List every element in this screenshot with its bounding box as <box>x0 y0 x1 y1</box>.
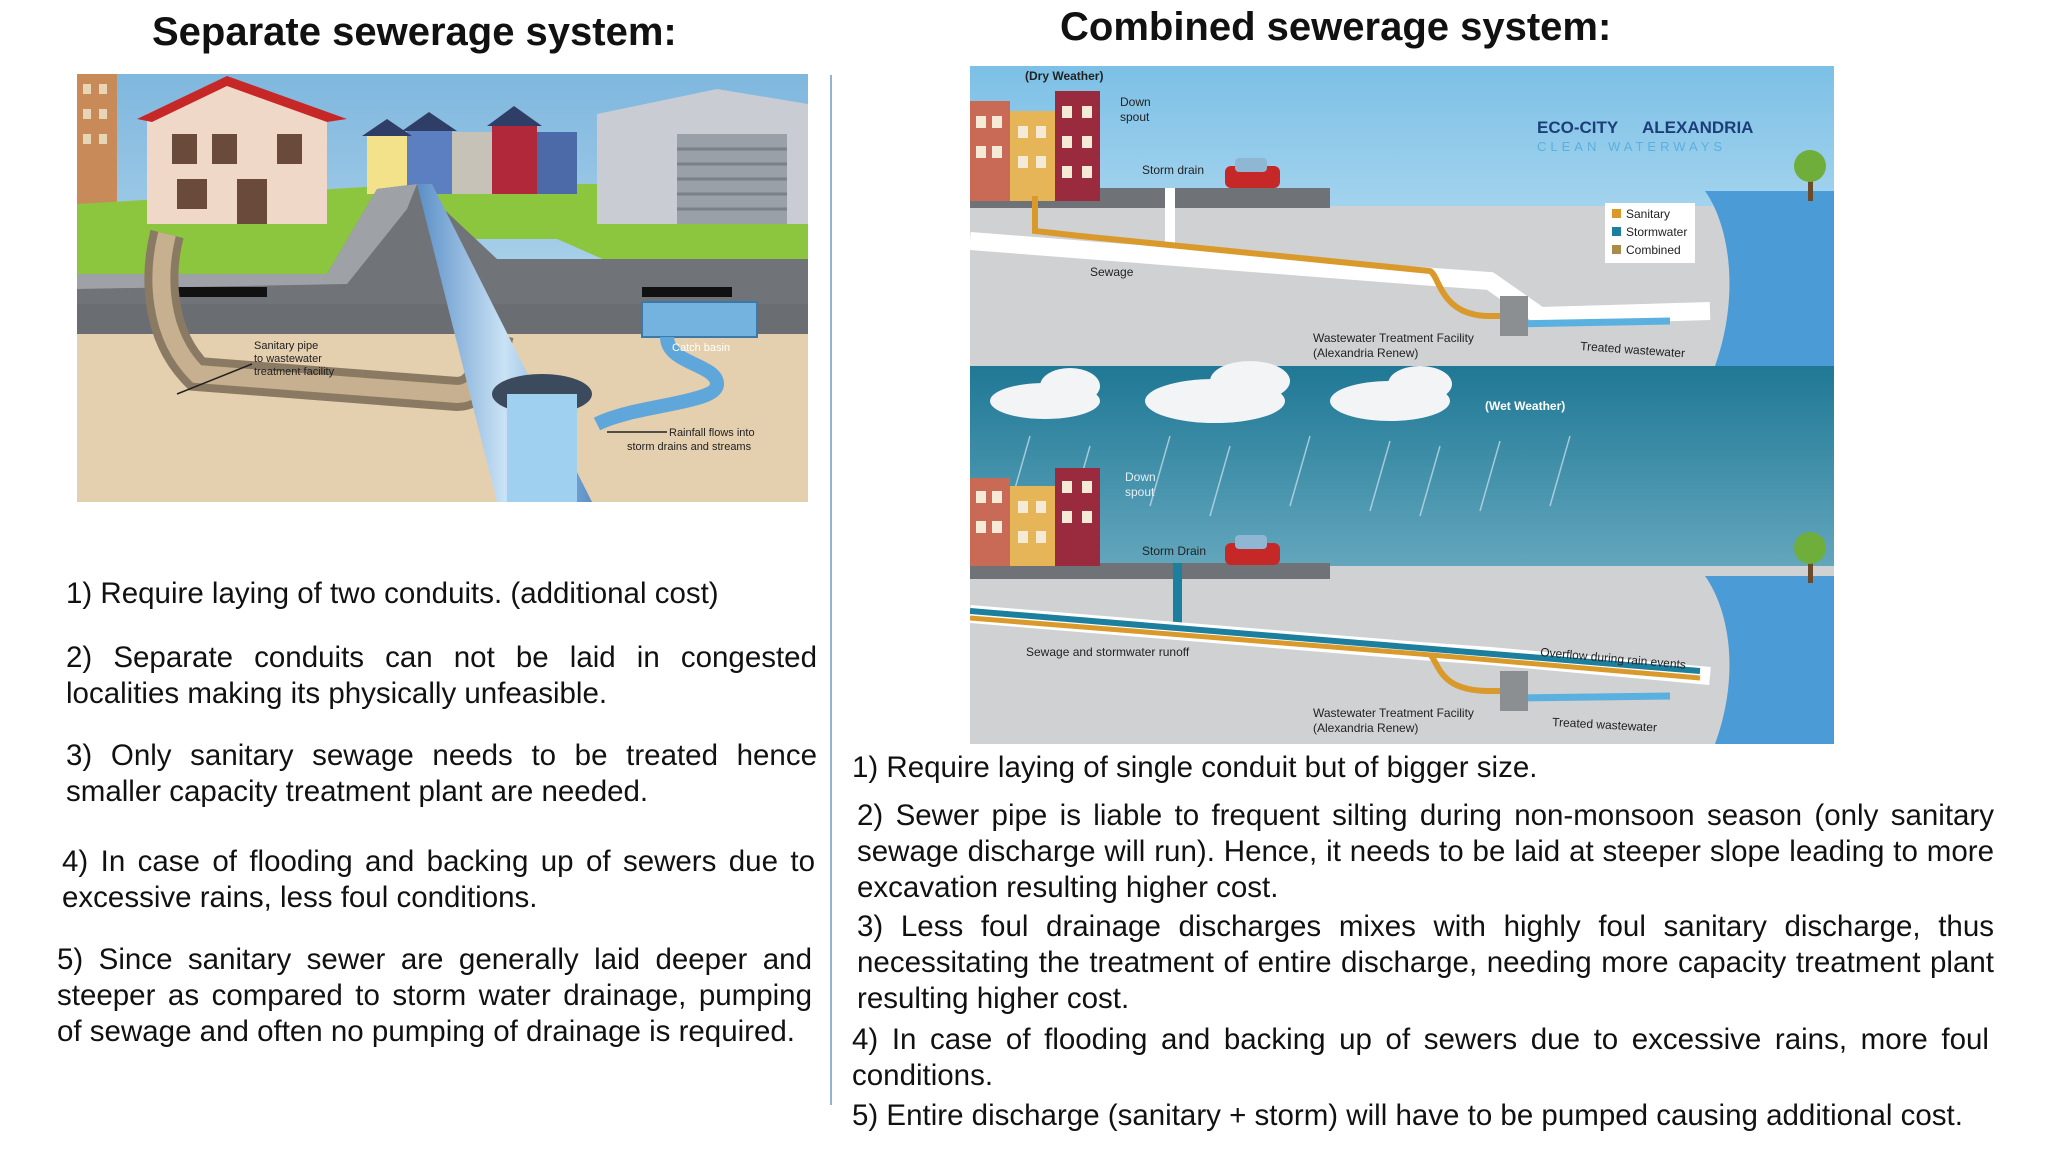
logo-eco-city: ECO-CITY <box>1537 118 1619 137</box>
down-spout-1-line1: Down <box>1120 95 1151 109</box>
sewage-runoff-label: Sewage and stormwater runoff <box>1026 645 1190 659</box>
rainfall-label-1: Rainfall flows into <box>669 427 755 439</box>
separate-point-2: 2) Separate conduits can not be laid in … <box>66 641 817 710</box>
down-spout-2-line2: spout <box>1125 485 1155 499</box>
logo-alexandria: ALEXANDRIA <box>1642 118 1753 137</box>
sanitary-pipe-label-2: to wastewater <box>254 353 322 365</box>
separate-point-4: 4) In case of flooding and backing up of… <box>62 845 815 914</box>
sanitary-pipe-label-1: Sanitary pipe <box>254 340 318 352</box>
legend-sanitary: Sanitary <box>1626 207 1670 221</box>
separate-point-3: 3) Only sanitary sewage needs to be trea… <box>66 739 817 808</box>
facility-2-line2: (Alexandria Renew) <box>1313 721 1418 735</box>
combined-point-3: 3) Less foul drainage discharges mixes w… <box>857 910 1994 1015</box>
rainfall-label-2: storm drains and streams <box>627 441 752 453</box>
facility-2-line1: Wastewater Treatment Facility <box>1313 706 1474 720</box>
separate-point-5: 5) Since sanitary sewer are generally la… <box>57 943 812 1048</box>
legend-swatch-combined <box>1612 245 1621 254</box>
down-spout-1-line2: spout <box>1120 110 1150 124</box>
storm-drain-1-label: Storm drain <box>1142 163 1204 177</box>
combined-system-title: Combined sewerage system: <box>1060 5 1612 49</box>
logo-clean-waterways: CLEAN WATERWAYS <box>1537 139 1726 154</box>
down-spout-2-line1: Down <box>1125 470 1156 484</box>
separate-system-title: Separate sewerage system: <box>152 10 677 54</box>
sewage-label: Sewage <box>1090 265 1134 279</box>
combined-point-5: 5) Entire discharge (sanitary + storm) w… <box>852 1099 1963 1132</box>
legend-stormwater: Stormwater <box>1626 225 1687 239</box>
treated-2-label: Treated wastewater <box>1552 715 1658 734</box>
wet-weather-label: (Wet Weather) <box>1485 399 1565 413</box>
storm-drain-2-label: Storm Drain <box>1142 544 1206 558</box>
column-divider <box>830 75 832 1105</box>
combined-point-1: 1) Require laying of single conduit but … <box>852 751 1538 784</box>
facility-1-line1: Wastewater Treatment Facility <box>1313 331 1474 345</box>
legend-combined: Combined <box>1626 243 1681 257</box>
separate-point-1: 1) Require laying of two conduits. (addi… <box>66 577 719 610</box>
legend-swatch-sanitary <box>1612 209 1621 218</box>
combined-point-4: 4) In case of flooding and backing up of… <box>852 1023 1989 1092</box>
combined-point-2: 2) Sewer pipe is liable to frequent silt… <box>857 799 1994 904</box>
facility-1-line2: (Alexandria Renew) <box>1313 346 1418 360</box>
dry-weather-label: (Dry Weather) <box>1025 69 1103 83</box>
combined-system-illustration: ECO-CITY ALEXANDRIA CLEAN WATERWAYS Sani… <box>970 66 1834 744</box>
catch-basin-label: Catch basin <box>672 342 730 354</box>
separate-system-illustration: Sanitary pipe to wastewater treatment fa… <box>77 74 808 502</box>
sanitary-pipe-label-3: treatment facility <box>254 366 335 378</box>
legend-swatch-stormwater <box>1612 227 1621 236</box>
